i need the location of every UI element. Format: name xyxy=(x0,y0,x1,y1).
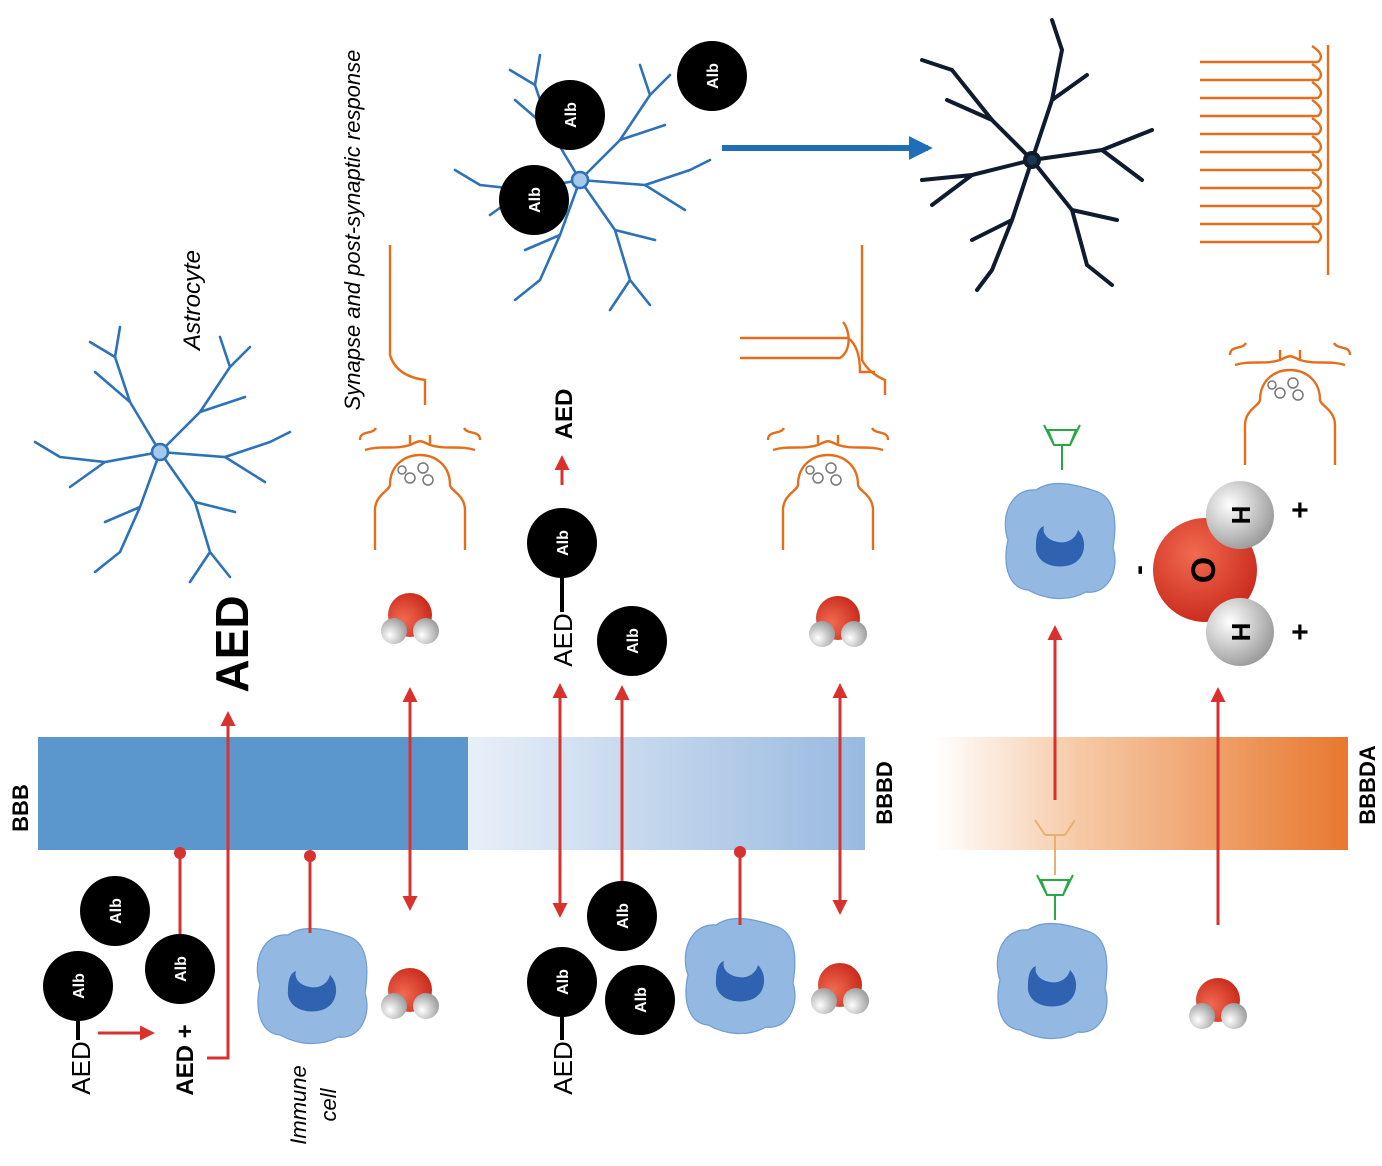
block-dot xyxy=(304,850,316,862)
bbbd-bar xyxy=(468,737,865,850)
alb-circle: Alb xyxy=(605,965,675,1035)
postsynaptic-trace xyxy=(740,245,887,395)
aed-label: AED xyxy=(548,1041,578,1094)
bbbda-bar xyxy=(935,737,1348,850)
alb-circle: Alb xyxy=(43,951,113,1021)
immune-cell xyxy=(256,927,368,1045)
synapse xyxy=(358,426,482,552)
alb-circle: Alb xyxy=(527,508,597,578)
aed-label: AED xyxy=(548,613,578,666)
svg-text:+: + xyxy=(1284,623,1317,641)
water-molecule xyxy=(809,596,867,647)
burst-trace xyxy=(1200,45,1330,275)
immune-cell-label-1: Immune xyxy=(286,1065,311,1144)
immune-cell xyxy=(684,917,796,1035)
astrocyte-label: Astrocyte xyxy=(179,250,206,352)
water-molecule xyxy=(811,963,869,1014)
alb-circle: Alb xyxy=(597,606,667,676)
antibody xyxy=(1043,424,1081,470)
water-molecule xyxy=(381,968,439,1019)
alb-circle: Alb xyxy=(527,947,597,1017)
svg-text:-: - xyxy=(1122,565,1155,575)
svg-text:Alb: Alb xyxy=(705,63,722,89)
synapse xyxy=(1228,341,1352,467)
alb-circle: Alb xyxy=(499,165,569,235)
synapse xyxy=(766,426,890,552)
svg-text:Alb: Alb xyxy=(563,102,580,128)
svg-text:Alb: Alb xyxy=(625,628,642,654)
svg-text:H: H xyxy=(1226,506,1256,525)
svg-text:Alb: Alb xyxy=(71,973,88,999)
astrocyte xyxy=(33,325,292,584)
svg-text:Alb: Alb xyxy=(173,956,190,982)
alb-circle: Alb xyxy=(677,41,747,111)
alb-circle: Alb xyxy=(587,881,657,951)
water-molecule xyxy=(1189,978,1247,1029)
svg-text:+: + xyxy=(1284,501,1317,519)
aed-label: AED xyxy=(66,1041,96,1094)
alb-circle: Alb xyxy=(535,80,605,150)
svg-text:Alb: Alb xyxy=(108,898,125,924)
immune-cell xyxy=(996,922,1108,1040)
aed-released-label: AED xyxy=(551,389,578,440)
svg-text:Alb: Alb xyxy=(555,969,572,995)
alb-circle: Alb xyxy=(145,934,215,1004)
bbbda-label: BBBDA xyxy=(1355,745,1380,825)
aed-big-label: AED xyxy=(206,595,258,692)
postsynaptic-trace xyxy=(388,245,427,405)
water-molecule xyxy=(381,593,439,644)
alb-circle: Alb xyxy=(80,876,150,946)
svg-text:Alb: Alb xyxy=(633,987,650,1013)
bbb-bar xyxy=(38,737,468,850)
water-molecule-large: O H H + + - xyxy=(1122,481,1317,666)
svg-text:Alb: Alb xyxy=(555,530,572,556)
block-dot xyxy=(734,846,746,858)
bbb-label: BBB xyxy=(8,784,33,832)
aed-plus-label: AED + xyxy=(172,1024,199,1095)
neuron xyxy=(920,18,1154,292)
svg-text:Alb: Alb xyxy=(527,187,544,213)
bbbd-label: BBBD xyxy=(872,761,897,825)
svg-text:O: O xyxy=(1185,557,1223,583)
block-dot xyxy=(174,847,186,859)
synapse-label: Synapse and post-synaptic response xyxy=(340,50,365,411)
svg-text:H: H xyxy=(1226,623,1256,642)
svg-text:Alb: Alb xyxy=(615,903,632,929)
immune-cell xyxy=(1004,482,1116,600)
immune-cell-label-2: cell xyxy=(316,1087,341,1121)
aed-crossing-arrow xyxy=(207,711,236,1060)
antibody xyxy=(1034,819,1076,920)
